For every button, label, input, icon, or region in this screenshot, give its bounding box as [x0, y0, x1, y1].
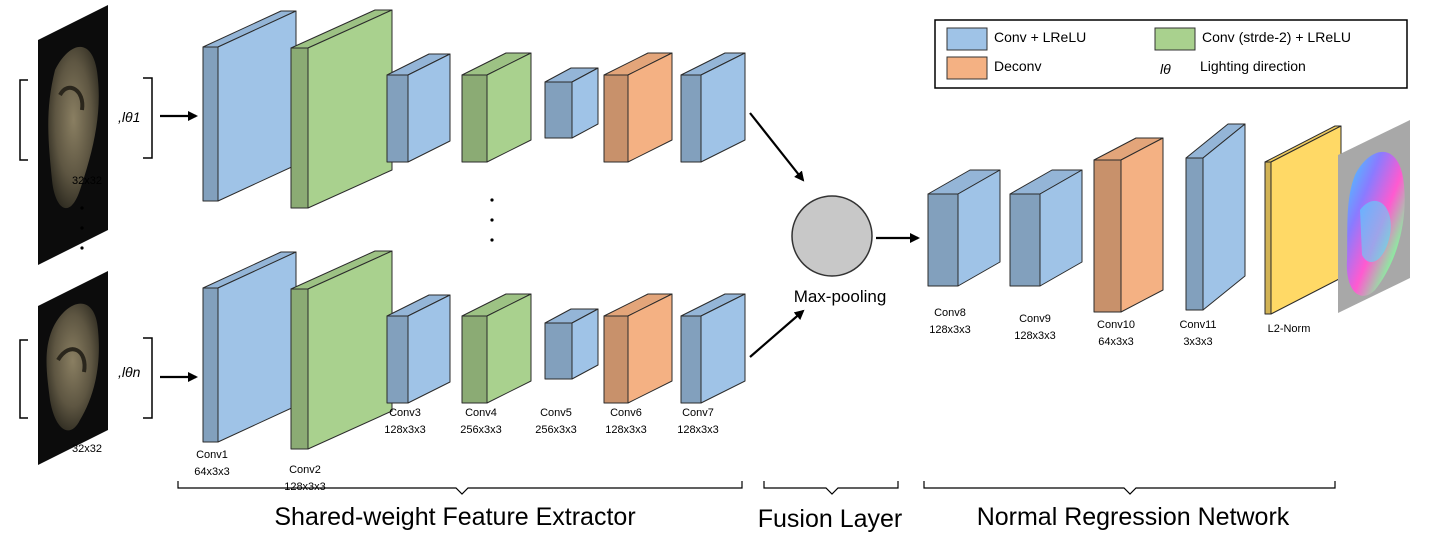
input-1-size-label: 32x32 [72, 175, 102, 187]
legend-deconv-label: Deconv [994, 58, 1041, 74]
layer-dims-conv9: 128x3x3 [1014, 330, 1056, 342]
extractor-top-conv2 [290, 9, 393, 209]
layer-name-conv11: Conv11 [1179, 319, 1216, 331]
layer-name-conv4: Conv4 [465, 407, 497, 419]
extractor-bottom-conv3 [386, 294, 451, 404]
layer-name-conv9: Conv9 [1019, 313, 1051, 325]
extractor-top-conv7 [680, 52, 746, 163]
regression-conv11 [1185, 123, 1246, 311]
section-braces [177, 481, 1336, 495]
layer-dims-conv11: 3x3x3 [1183, 336, 1212, 348]
extractor-bottom-conv7 [680, 293, 746, 404]
output-normal-map [1338, 120, 1410, 313]
legend: Conv + LReLU Conv (strde-2) + LReLU Deco… [934, 19, 1408, 89]
section-fusion-label: Fusion Layer [758, 505, 903, 533]
extractor-bottom-conv2 [290, 250, 393, 450]
extractor-top-conv5-front-face [544, 81, 573, 139]
extractor-top-conv3 [386, 53, 451, 163]
regression-conv8-front-face [927, 193, 959, 287]
bottom-branch-arrow [749, 309, 805, 358]
input-image-1 [38, 5, 108, 265]
layer-name-conv5: Conv5 [540, 407, 572, 419]
input-2-size-label: 32x32 [72, 443, 102, 455]
lighting-direction-n: ,lθn [118, 364, 141, 380]
legend-stride-swatch [1154, 27, 1196, 51]
regression-conv10-front-face [1093, 159, 1122, 313]
extractor-bottom-conv7-front-face [680, 315, 702, 404]
layer-dims-conv5: 256x3x3 [535, 424, 577, 436]
layer-name-conv8: Conv8 [934, 307, 966, 319]
legend-lighting-symbol: lθ [1160, 61, 1171, 77]
layer-name-conv6: Conv6 [610, 407, 642, 419]
regression-conv9-front-face [1009, 193, 1041, 287]
layer-dims-conv8: 128x3x3 [929, 324, 971, 336]
extractor-bottom-conv6-front-face [603, 315, 629, 404]
legend-stride-label: Conv (strde-2) + LReLU [1202, 29, 1351, 45]
legend-conv-swatch [946, 27, 988, 51]
layer-name-conv10: Conv10 [1097, 319, 1135, 331]
extractor-top-conv1-front-face [202, 46, 219, 202]
extractor-top-conv7-front-face [680, 74, 702, 163]
top-branch-arrow [749, 112, 805, 182]
input-image-2 [38, 271, 108, 465]
layer-dims-conv7: 128x3x3 [677, 424, 719, 436]
lighting-direction-1: ,lθ1 [118, 109, 140, 125]
extractor-top-conv5 [544, 67, 599, 139]
layer-name-conv7: Conv7 [682, 407, 714, 419]
extractor-bottom-conv6 [603, 293, 673, 404]
input-2-bracket [19, 337, 153, 419]
layer-name-l2-norm: L2-Norm [1268, 323, 1311, 335]
max-pooling-node [791, 195, 873, 277]
extractor-top-conv4-front-face [461, 74, 488, 163]
layer-dims-conv10: 64x3x3 [1098, 336, 1133, 348]
layer-dims-conv3: 128x3x3 [384, 424, 426, 436]
input-1-bracket [19, 77, 153, 161]
extractor-top-conv2-front-face [290, 47, 309, 209]
max-pooling-label: Max-pooling [794, 287, 887, 306]
layer-name-conv3: Conv3 [389, 407, 421, 419]
extractor-top-conv3-front-face [386, 74, 409, 163]
extractor-bottom-conv4-front-face [461, 315, 488, 404]
extractor-bottom-conv5 [544, 308, 599, 380]
legend-lighting-label: Lighting direction [1200, 58, 1306, 74]
extractor-top-conv1 [202, 10, 297, 202]
regression-conv8 [927, 169, 1001, 287]
layer-name-conv2: Conv2 [289, 464, 321, 476]
extractor-bottom-conv5-front-face [544, 322, 573, 380]
layer-dims-conv2: 128x3x3 [284, 481, 326, 493]
regression-conv10 [1093, 137, 1164, 313]
section-extractor-label: Shared-weight Feature Extractor [274, 503, 635, 531]
input-ellipsis [80, 206, 84, 250]
extractor-bottom-conv4 [461, 293, 532, 404]
layer-dims-conv6: 128x3x3 [605, 424, 647, 436]
layer-ellipsis [490, 198, 494, 242]
extractor-bottom-conv1-front-face [202, 287, 219, 443]
regression-conv10-side-face [1120, 137, 1164, 313]
layer-name-conv1: Conv1 [196, 449, 228, 461]
extractor-bottom-conv3-front-face [386, 315, 409, 404]
extractor-bottom-conv1 [202, 251, 297, 443]
legend-deconv-swatch [946, 56, 988, 80]
regression-l2-norm [1264, 125, 1342, 315]
section-regression-label: Normal Regression Network [977, 503, 1290, 531]
regression-conv11-front-face [1185, 157, 1204, 311]
legend-conv-label: Conv + LReLU [994, 29, 1086, 45]
extractor-top-conv4 [461, 52, 532, 163]
extractor-bottom-conv2-front-face [290, 288, 309, 450]
layer-dims-conv1: 64x3x3 [194, 466, 229, 478]
regression-l2-norm-front-face [1264, 161, 1272, 315]
extractor-top-conv6 [603, 52, 673, 163]
regression-conv9 [1009, 169, 1083, 287]
layer-dims-conv4: 256x3x3 [460, 424, 502, 436]
extractor-top-conv6-front-face [603, 74, 629, 163]
